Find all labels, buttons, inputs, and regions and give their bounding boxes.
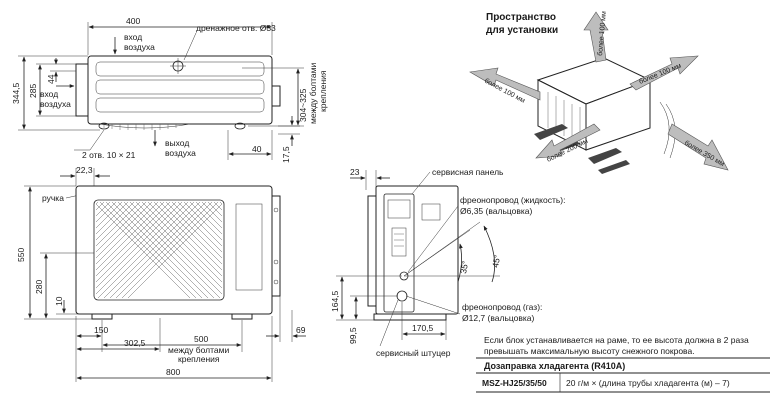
clearance-top: более 100 мм [596, 11, 608, 57]
liquid-pipe-line1: фреонопровод (жидкость): [460, 195, 565, 205]
front-bolts-line2: крепления [178, 354, 220, 364]
refrigerant-table: Дозаправка хладагента (R410A) MSZ-HJ25/3… [476, 357, 770, 393]
dim-500: 500 [194, 334, 208, 344]
dim-302-5: 302,5 [124, 338, 146, 348]
snow-note-line2: превышать максимальную высоту снежного п… [484, 346, 695, 356]
air-out-line1: выход [165, 138, 189, 148]
top-bolts-line2: крепления [318, 70, 328, 112]
dim-170-5: 170,5 [412, 323, 434, 333]
gas-pipe-line1: фреонопровод (газ): [462, 302, 542, 312]
service-panel-label: сервисная панель [432, 167, 504, 177]
air-out-line2: воздуха [165, 148, 196, 158]
table-formula: 20 г/м × (длина трубы хладагента (м) – 7… [566, 378, 730, 388]
table-model: MSZ-HJ25/35/50 [482, 378, 547, 388]
drain-hole-label: дренажное отв. Ø33 [196, 23, 276, 33]
handle-label: ручка [42, 193, 64, 203]
fan-grille [93, 199, 225, 301]
dim-280: 280 [34, 280, 44, 294]
space-title-line2: для установки [486, 25, 558, 36]
side-rear-guard [367, 195, 377, 307]
top-view: 400 дренажное отв. Ø33 вход воздуха вход… [11, 16, 328, 163]
air-in-left-line2: воздуха [40, 99, 71, 109]
snow-note-line1: Если блок устанавливается на раме, то ее… [484, 335, 749, 345]
dim-150: 150 [94, 325, 108, 335]
unit-front-body [75, 185, 273, 315]
clearance-right: более 100 мм [638, 62, 683, 86]
dim-10: 10 [54, 296, 64, 306]
valve-cover [271, 85, 281, 107]
dim-17-5: 17,5 [281, 146, 291, 163]
mounting-holes-label: 2 отв. 10 × 21 [82, 150, 136, 160]
service-panel [383, 193, 415, 313]
front-bolts-line1: между болтами [168, 345, 229, 355]
top-bolts-line1: между болтами [308, 63, 318, 124]
rear-guard-left [75, 63, 89, 117]
dim-400: 400 [126, 16, 140, 26]
dim-550: 550 [16, 248, 26, 262]
snow-note: Если блок устанавливается на раме, то ее… [484, 335, 749, 356]
air-in-top-line1: вход [124, 32, 142, 42]
front-view: 22,3 ручка 550 280 10 [16, 165, 306, 382]
dim-69: 69 [296, 325, 306, 335]
air-in-top-line2: воздуха [124, 42, 155, 52]
installation-space: Пространство для установки более 100 мм … [469, 11, 729, 174]
liquid-pipe-line2: Ø6,35 (вальцовка) [460, 206, 533, 216]
dim-285: 285 [28, 84, 38, 98]
dim-22-3: 22,3 [76, 165, 93, 175]
angle-35: 35° [458, 260, 470, 274]
side-view: 23 сервисная панель фреонопровод (жидкос… [330, 167, 565, 358]
table-title: Дозаправка хладагента (R410A) [484, 361, 625, 371]
angle-45: 45° [490, 254, 502, 268]
dim-800: 800 [166, 367, 180, 377]
dim-40: 40 [252, 144, 262, 154]
unit-side-body [375, 185, 459, 315]
dim-23: 23 [350, 167, 360, 177]
service-valve-label: сервисный штуцер [376, 348, 451, 358]
dim-344-5: 344,5 [11, 82, 21, 104]
dim-99-5: 99,5 [348, 327, 358, 344]
dim-44: 44 [46, 74, 56, 84]
dim-164-5: 164,5 [330, 290, 340, 312]
space-title-line1: Пространство [486, 12, 556, 23]
dim-304-325: 304~325 [298, 88, 308, 122]
air-in-left-line1: вход [40, 89, 58, 99]
front-side-cover [271, 195, 281, 297]
gas-pipe-line2: Ø12,7 (вальцовка) [462, 313, 535, 323]
